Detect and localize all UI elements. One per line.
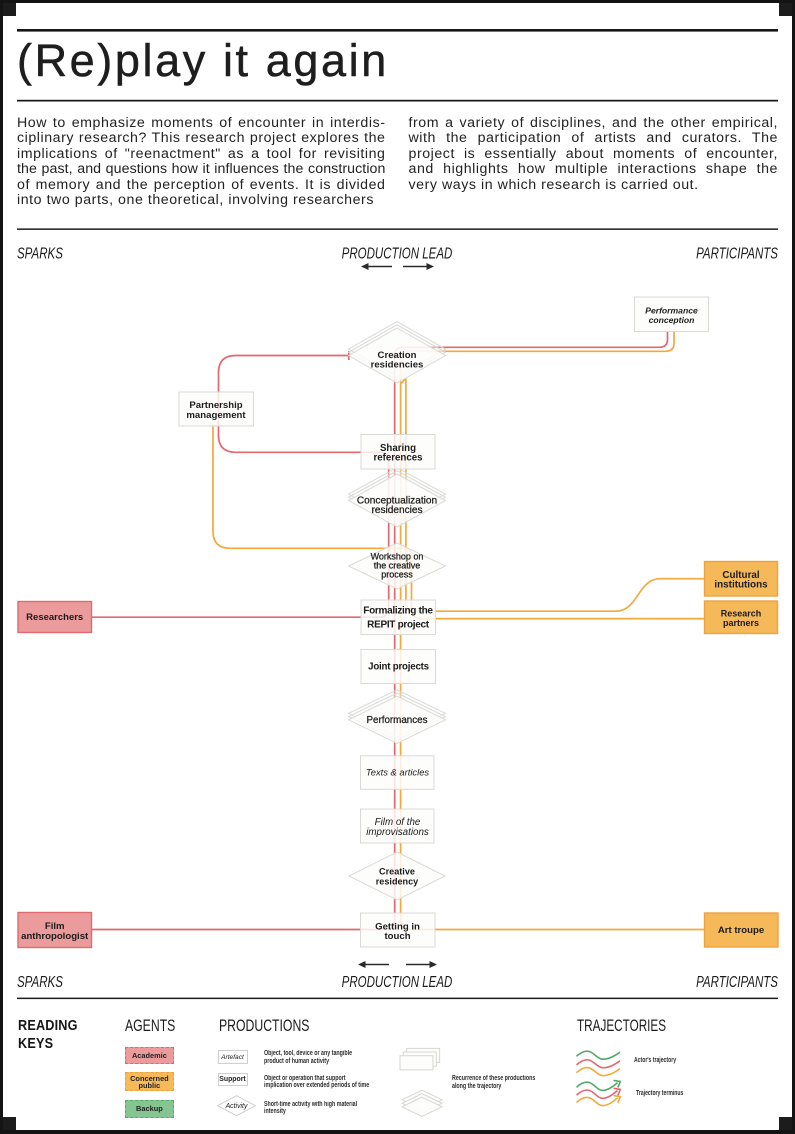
svg-text:Activity: Activity <box>225 1103 248 1110</box>
svg-text:Cultural: Cultural <box>722 570 760 581</box>
svg-text:PRODUCTION LEAD: PRODUCTION LEAD <box>342 244 453 262</box>
svg-text:improvisations: improvisations <box>366 827 429 838</box>
svg-text:institutions: institutions <box>714 580 768 591</box>
svg-text:Research: Research <box>721 608 762 618</box>
svg-text:PARTICIPANTS: PARTICIPANTS <box>696 972 778 990</box>
svg-text:Film: Film <box>45 921 65 932</box>
svg-text:Creative: Creative <box>379 867 415 877</box>
svg-text:Texts & articles: Texts & articles <box>366 767 430 778</box>
svg-text:the creative: the creative <box>374 561 421 571</box>
svg-text:REPIT project: REPIT project <box>367 620 430 631</box>
svg-text:Performances: Performances <box>367 715 428 726</box>
svg-text:Art troupe: Art troupe <box>718 925 764 936</box>
svg-text:conception: conception <box>649 315 695 325</box>
svg-text:process: process <box>381 570 413 580</box>
svg-text:Performance: Performance <box>645 305 698 315</box>
svg-text:SPARKS: SPARKS <box>17 972 63 990</box>
svg-text:Workshop on: Workshop on <box>371 552 424 562</box>
svg-text:PARTICIPANTS: PARTICIPANTS <box>696 244 778 262</box>
svg-text:Partnership: Partnership <box>189 400 242 411</box>
svg-text:Film of the: Film of the <box>375 817 421 828</box>
svg-text:Joint projects: Joint projects <box>368 662 429 673</box>
svg-text:Sharing: Sharing <box>380 443 416 454</box>
svg-text:partners: partners <box>723 618 759 628</box>
svg-text:Conceptualization: Conceptualization <box>357 496 437 507</box>
svg-text:SPARKS: SPARKS <box>17 244 63 262</box>
svg-text:references: references <box>373 453 422 464</box>
svg-text:Getting in: Getting in <box>375 921 420 932</box>
svg-text:residency: residency <box>376 876 419 886</box>
svg-text:Creation: Creation <box>378 350 417 361</box>
svg-text:touch: touch <box>384 931 410 942</box>
svg-text:PRODUCTION LEAD: PRODUCTION LEAD <box>342 972 453 990</box>
svg-text:anthropologist: anthropologist <box>21 931 89 942</box>
svg-text:Formalizing the: Formalizing the <box>363 606 433 617</box>
svg-text:residencies: residencies <box>371 360 424 371</box>
svg-text:residencies: residencies <box>371 505 422 516</box>
svg-text:management: management <box>186 410 246 421</box>
svg-text:Researchers: Researchers <box>26 612 83 623</box>
